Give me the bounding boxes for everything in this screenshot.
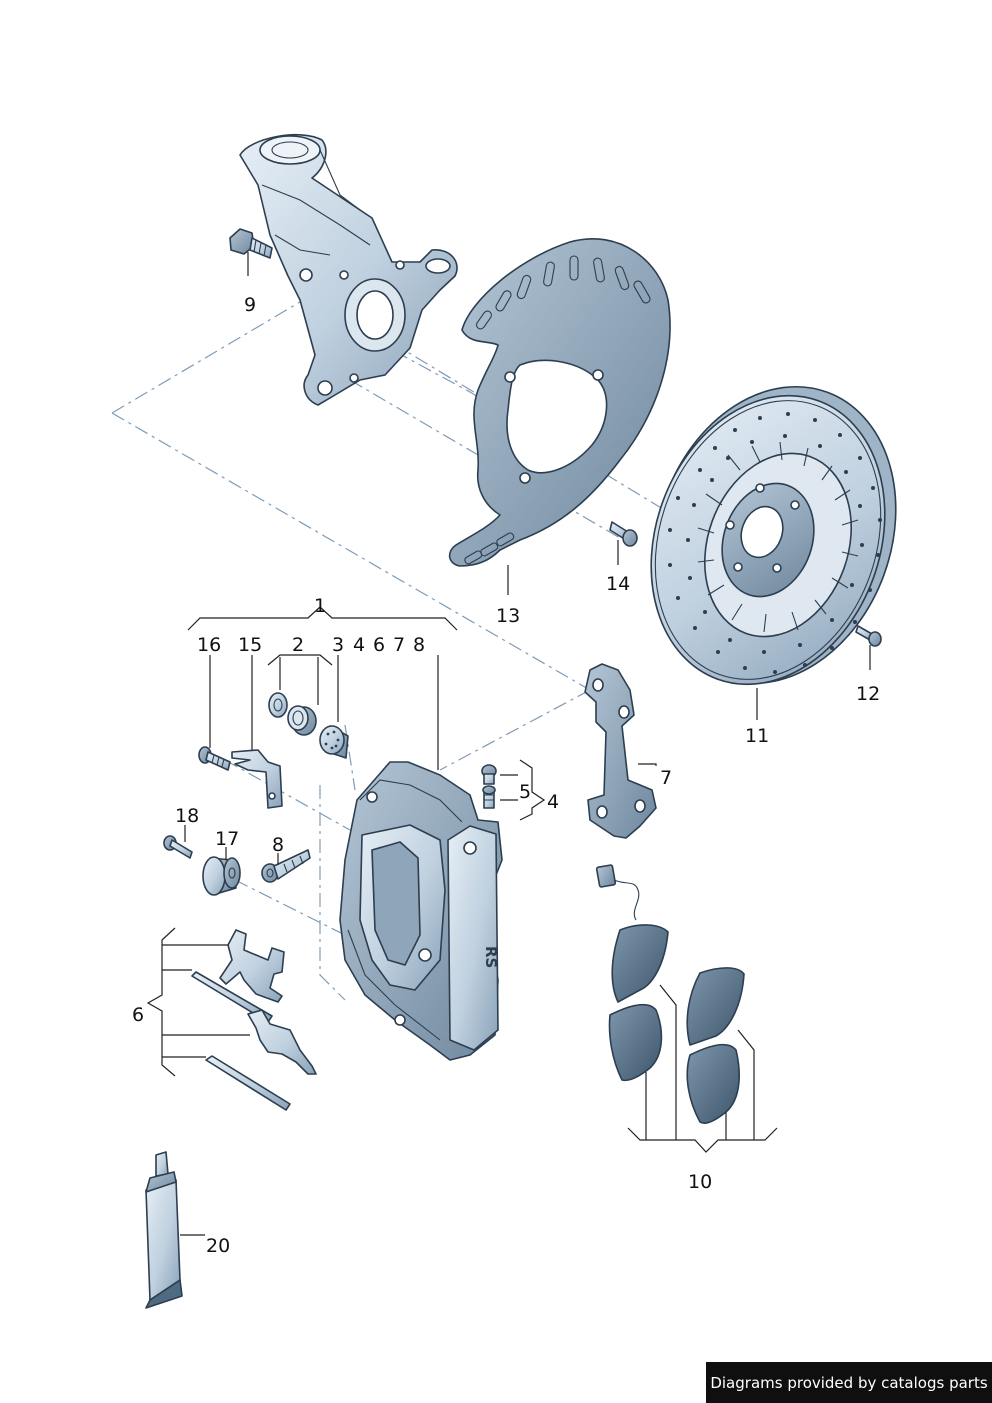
- caliper-bushing: [202, 856, 241, 896]
- credit-text: Diagrams provided by catalogs parts: [710, 1373, 988, 1392]
- disc-drilled-holes: [668, 412, 882, 674]
- grease-tube: [145, 1151, 183, 1309]
- callout-8: 8: [272, 834, 284, 856]
- callout-12: 12: [856, 683, 880, 705]
- callout-4-group: 4: [353, 634, 365, 656]
- callout-6-group: 6: [373, 634, 385, 656]
- callout-13: 13: [496, 605, 520, 627]
- brake-disc: [650, 385, 897, 686]
- bleeder-screw: [481, 764, 497, 809]
- callout-3: 3: [332, 634, 344, 656]
- disc-screw: [855, 625, 882, 647]
- steering-knuckle: [239, 133, 458, 406]
- callout-8-group: 8: [413, 634, 425, 656]
- callout-14: 14: [606, 573, 630, 595]
- callout-7-group: 7: [393, 634, 405, 656]
- caliper-rs-badge: RS: [482, 946, 500, 968]
- callout-6: 6: [132, 1004, 144, 1026]
- callout-20: 20: [206, 1235, 230, 1257]
- pad-spring-and-pins: [191, 929, 317, 1111]
- brake-pads: [608, 924, 745, 1125]
- callout-leader-lines: [146, 252, 871, 1236]
- caliper-mounting-bolt: [261, 849, 311, 883]
- piston-seal-kit: [268, 692, 317, 736]
- retaining-bracket: [231, 749, 283, 809]
- shield-screw: [609, 521, 638, 547]
- pad-wear-sensor: [595, 864, 640, 921]
- brake-caliper: RS: [339, 761, 503, 1061]
- caliper-bracket: [584, 663, 657, 839]
- knuckle-bolt: [229, 228, 273, 259]
- callout-7: 7: [660, 767, 672, 789]
- callout-5: 5: [519, 781, 531, 803]
- disc-cooling-vanes: [697, 441, 859, 633]
- callout-16: 16: [197, 634, 221, 656]
- callout-18: 18: [175, 805, 199, 827]
- callout-4: 4: [547, 791, 559, 813]
- callout-10: 10: [688, 1171, 712, 1193]
- callout-15: 15: [238, 634, 262, 656]
- caliper-piston: [319, 725, 349, 759]
- callout-1: 1: [314, 595, 326, 617]
- brake-dust-shield: [448, 237, 671, 567]
- shield-vent-slots: [464, 255, 651, 565]
- callout-labels: 1 16 15 2 3 4 6 7 8 9 13 14 12 11 7 5 4 …: [132, 294, 880, 1257]
- sensor-screw: [163, 835, 193, 859]
- callout-11: 11: [745, 725, 769, 747]
- callout-2: 2: [292, 634, 304, 656]
- bracket-bolt: [198, 746, 231, 771]
- callout-17: 17: [215, 828, 239, 850]
- callout-9: 9: [244, 294, 256, 316]
- diagram-credit-banner: Diagrams provided by catalogs parts: [706, 1362, 992, 1403]
